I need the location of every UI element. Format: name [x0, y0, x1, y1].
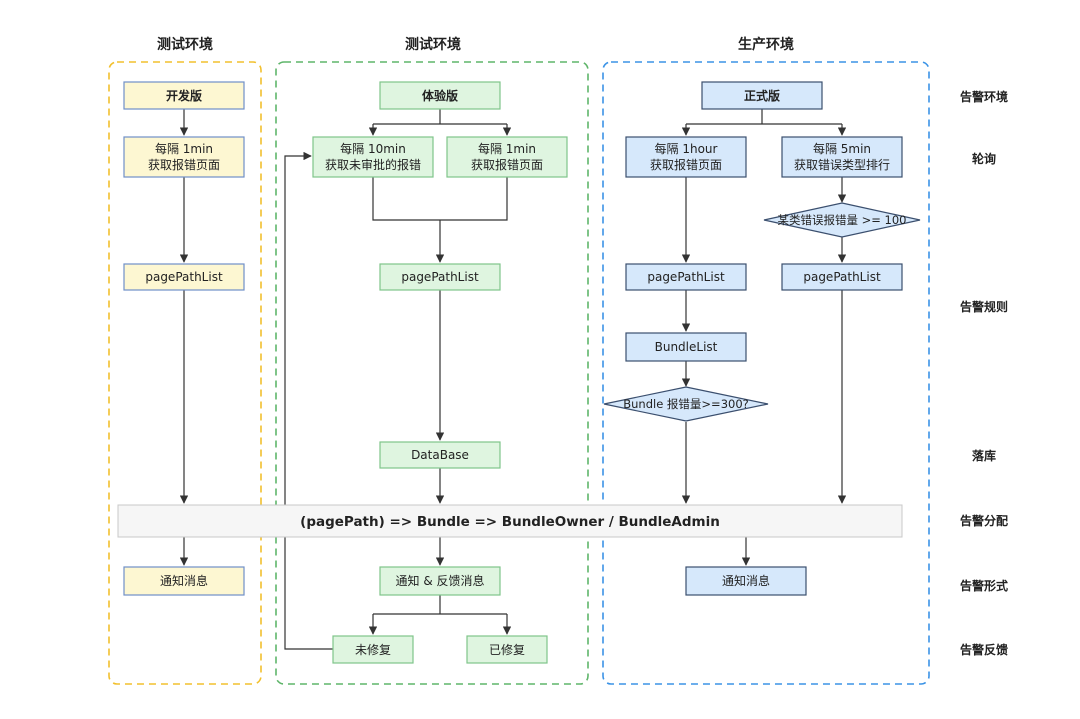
node-cond-bundle-label: Bundle 报错量>=300?	[623, 397, 749, 411]
node-exp-poll-a-line2: 获取未审批的报错	[325, 157, 421, 172]
node-cond-error-type-label: 某类错误报错量 >= 100	[777, 213, 906, 227]
node-prod-pagepathlist-a	[625, 263, 747, 291]
node-prod-poll-a-line2: 获取报错页面	[650, 157, 722, 172]
frame-prod-env	[602, 61, 930, 685]
node-prod-notify-label: 通知消息	[722, 573, 770, 588]
row-label-form: 告警形式	[960, 578, 1008, 593]
assign-bar-label: (pagePath) => Bundle => BundleOwner / Bu…	[300, 514, 720, 530]
node-exp-notify	[379, 566, 501, 596]
row-label-store: 落库	[972, 448, 996, 463]
edge-unfixed-loop-back	[284, 151, 333, 650]
node-dev-version-label: 开发版	[166, 88, 202, 103]
node-dev-poll-line1: 每隔 1min	[155, 141, 213, 156]
assign-bar	[117, 504, 903, 538]
frame-test-env-1	[108, 61, 262, 685]
node-dev-pagepathlist-label: pagePathList	[145, 270, 223, 284]
row-label-rule: 告警规则	[960, 299, 1008, 314]
node-exp-poll-b-line1: 每隔 1min	[478, 141, 536, 156]
node-fixed	[466, 635, 548, 664]
node-exp-poll-a	[312, 136, 434, 178]
node-exp-pagepathlist-label: pagePathList	[401, 270, 479, 284]
node-bundlelist	[625, 332, 747, 362]
edge-exp-polls-merge	[372, 177, 508, 221]
node-exp-version	[379, 81, 501, 110]
node-prod-pagepathlist-b	[781, 263, 903, 291]
node-prod-poll-a	[625, 136, 747, 178]
row-label-env: 告警环境	[960, 89, 1008, 104]
node-prod-pagepathlist-b-label: pagePathList	[803, 270, 881, 284]
section-title-test-2: 测试环境	[405, 36, 461, 53]
node-database	[379, 441, 501, 469]
node-exp-notify-label: 通知 & 反馈消息	[396, 573, 485, 588]
frame-test-env-2	[275, 61, 589, 685]
node-unfixed	[332, 635, 414, 664]
node-exp-poll-b	[446, 136, 568, 178]
section-title-prod: 生产环境	[738, 36, 794, 53]
node-dev-notify	[123, 566, 245, 596]
node-exp-version-label: 体验版	[422, 88, 458, 103]
node-bundlelist-label: BundleList	[655, 340, 718, 354]
node-unfixed-label: 未修复	[355, 642, 391, 657]
node-prod-poll-a-line1: 每隔 1hour	[655, 141, 718, 156]
row-label-feedback: 告警反馈	[960, 642, 1008, 657]
node-prod-poll-b	[781, 136, 903, 178]
node-dev-pagepathlist	[123, 263, 245, 291]
node-database-label: DataBase	[411, 448, 469, 462]
node-dev-poll-line2: 获取报错页面	[148, 157, 220, 172]
row-label-poll: 轮询	[972, 151, 996, 166]
node-prod-version	[701, 81, 823, 110]
node-prod-poll-b-line1: 每隔 5min	[813, 141, 871, 156]
node-cond-bundle	[603, 386, 769, 422]
node-exp-poll-b-line2: 获取报错页面	[471, 157, 543, 172]
node-prod-version-label: 正式版	[744, 88, 780, 103]
node-cond-error-type	[763, 202, 921, 238]
node-prod-poll-b-line2: 获取错误类型排行	[794, 158, 890, 172]
section-title-test-1: 测试环境	[157, 36, 213, 53]
node-prod-notify	[685, 566, 807, 596]
node-dev-poll	[123, 136, 245, 178]
node-dev-version	[123, 81, 245, 110]
node-fixed-label: 已修复	[489, 642, 525, 657]
node-exp-pagepathlist	[379, 263, 501, 291]
node-prod-pagepathlist-a-label: pagePathList	[647, 270, 725, 284]
node-dev-notify-label: 通知消息	[160, 573, 208, 588]
row-label-assign: 告警分配	[960, 513, 1008, 528]
node-exp-poll-a-line1: 每隔 10min	[340, 141, 406, 156]
